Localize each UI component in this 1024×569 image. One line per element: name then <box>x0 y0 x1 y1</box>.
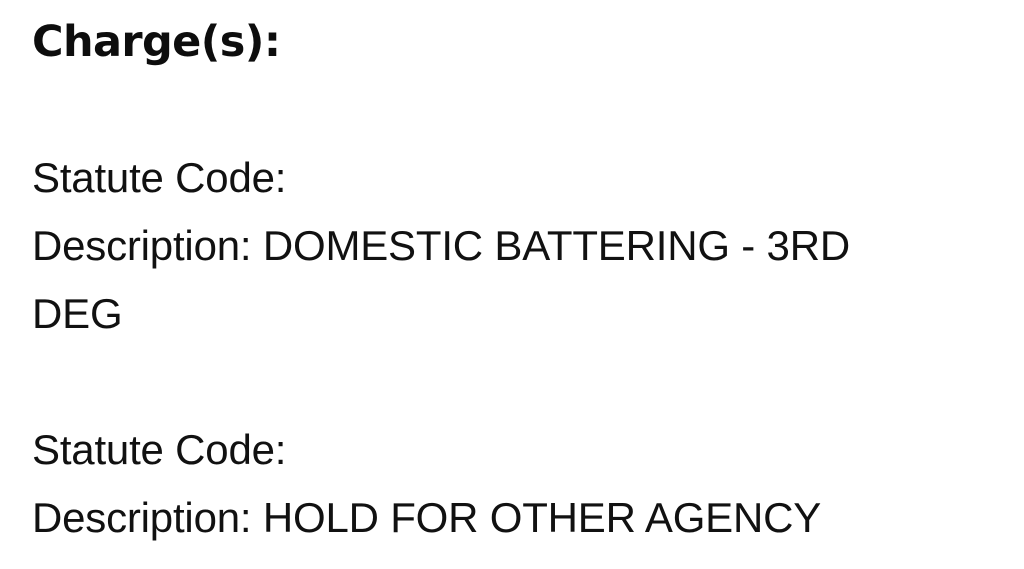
description-value: HOLD FOR OTHER AGENCY <box>262 494 822 541</box>
statute-code-line: Statute Code: <box>32 416 1024 484</box>
charge-entry-1: Statute Code: Description: DOMESTIC BATT… <box>32 144 1024 348</box>
description-line: Description: DOMESTIC BATTERING - 3RD DE… <box>32 212 937 348</box>
charges-section: Charge(s): Statute Code: Description: DO… <box>32 0 1024 552</box>
description-label: Description: <box>32 222 252 269</box>
statute-code-label: Statute Code: <box>32 426 287 473</box>
page-title: Charge(s): <box>32 17 281 67</box>
description-label: Description: <box>32 494 252 541</box>
charge-entry-2: Statute Code: Description: HOLD FOR OTHE… <box>32 416 1024 552</box>
description-value: DOMESTIC BATTERING - 3RD DEG <box>32 222 850 337</box>
blank-line-1 <box>32 76 1024 144</box>
description-line: Description: HOLD FOR OTHER AGENCY <box>32 484 937 552</box>
statute-code-line: Statute Code: <box>32 144 1024 212</box>
blank-line-2 <box>32 348 1024 416</box>
statute-code-label: Statute Code: <box>32 154 287 201</box>
